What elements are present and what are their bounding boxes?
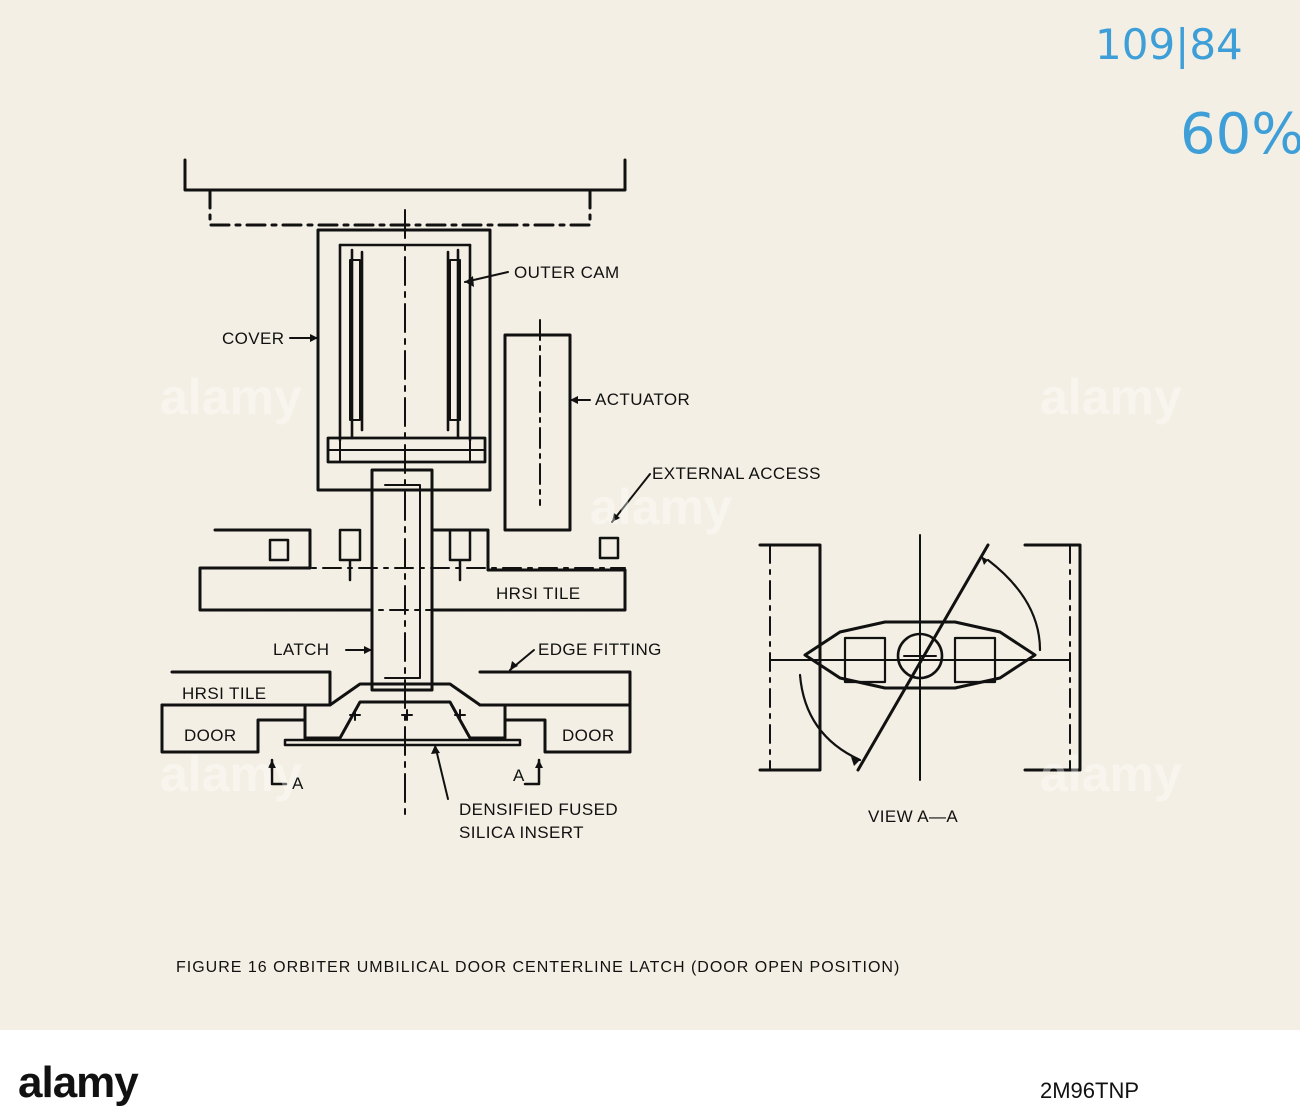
insert-bottom (283, 738, 522, 747)
label-outer-cam: OUTER CAM (514, 263, 620, 282)
label-section-a-right: A (513, 766, 525, 785)
watermark-code: 2M96TNP (1040, 1078, 1140, 1103)
view-rotation-arc-top (986, 558, 1042, 652)
label-hrsi-tile-lower: HRSI TILE (182, 684, 267, 703)
insert-plus-right (454, 709, 466, 721)
door-left (160, 703, 307, 754)
cam-plate-lines (327, 437, 486, 463)
bolt-left (338, 528, 362, 582)
label-view-a-a: VIEW A—A (868, 807, 959, 826)
leader-insert (434, 744, 449, 800)
arrow-latch (364, 646, 372, 654)
watermark-logo: alamy (18, 1058, 139, 1107)
label-cover: COVER (222, 329, 285, 348)
right-section-marker (523, 758, 541, 786)
actuator-outline (503, 333, 572, 532)
view-latch-outline (803, 620, 1037, 690)
label-edge-fitting: EDGE FITTING (538, 640, 662, 659)
watermark-strip (0, 1030, 1300, 1120)
upper-tile-right (430, 528, 627, 612)
arrow-cover (310, 334, 318, 342)
door-right (503, 703, 632, 754)
arrow-rotation-top (981, 556, 988, 565)
arrow-outer-cam (465, 276, 474, 287)
view-latch-inner-right (953, 636, 997, 684)
insert-plus-left (349, 709, 361, 721)
arrow-actuator (570, 396, 578, 404)
lower-tile-right (478, 670, 632, 707)
view-latch-cross (903, 639, 937, 673)
figure-caption: FIGURE 16 ORBITER UMBILICAL DOOR CENTERL… (176, 959, 901, 976)
cover-outline (316, 228, 492, 492)
view-latch-inner-left (843, 636, 887, 684)
view-latch-center-circle (896, 632, 944, 680)
label-door-right: DOOR (562, 726, 615, 745)
handwritten-number: 109|84 (1095, 20, 1243, 69)
arrow-edge-fitting (510, 661, 518, 670)
lower-tile-left (160, 670, 332, 707)
arrow-section-right (535, 760, 543, 768)
view-left-rail-dash (769, 544, 1071, 771)
arrow-rotation-bottom (851, 757, 860, 766)
label-hrsi-tile-upper: HRSI TILE (496, 584, 581, 603)
leader-external-access (611, 473, 651, 523)
latch-shaft (370, 468, 434, 692)
cam-slots (349, 259, 461, 421)
bolt-left-small (268, 538, 290, 562)
cam-plate (326, 436, 487, 464)
label-door-left: DOOR (184, 726, 237, 745)
label-section-a-left: A (292, 774, 304, 793)
handwritten-percent: 60% (1180, 102, 1300, 167)
arrow-external-access (612, 513, 620, 522)
arrow-insert (431, 745, 440, 754)
latch-shaft-inner (384, 484, 421, 679)
upper-tile-dashed (209, 567, 626, 611)
bolt-right (448, 528, 472, 582)
outer-cam-left (338, 243, 364, 442)
label-latch: LATCH (273, 640, 330, 659)
upper-structure (183, 158, 627, 192)
insert-plus-mid (401, 709, 413, 721)
bolt-right-small (598, 536, 620, 560)
latch-diagram (160, 158, 1082, 821)
view-rotation-arc-bottom (798, 673, 862, 762)
label-insert-line1: DENSIFIED FUSED (459, 800, 619, 819)
left-section-marker (270, 758, 288, 786)
edge-fitting (303, 682, 507, 740)
label-actuator: ACTUATOR (595, 390, 691, 409)
upper-structure-dashed (208, 188, 592, 227)
view-right-rail (1023, 543, 1082, 772)
outer-cam-right (446, 243, 472, 442)
upper-tile-left (198, 528, 372, 612)
label-external-access: EXTERNAL ACCESS (652, 464, 821, 483)
view-rotation-line (856, 543, 990, 772)
arrow-section-left (268, 760, 276, 768)
paper-background (0, 0, 1300, 1030)
view-left-rail (758, 543, 822, 772)
label-insert-line2: SILICA INSERT (459, 823, 584, 842)
